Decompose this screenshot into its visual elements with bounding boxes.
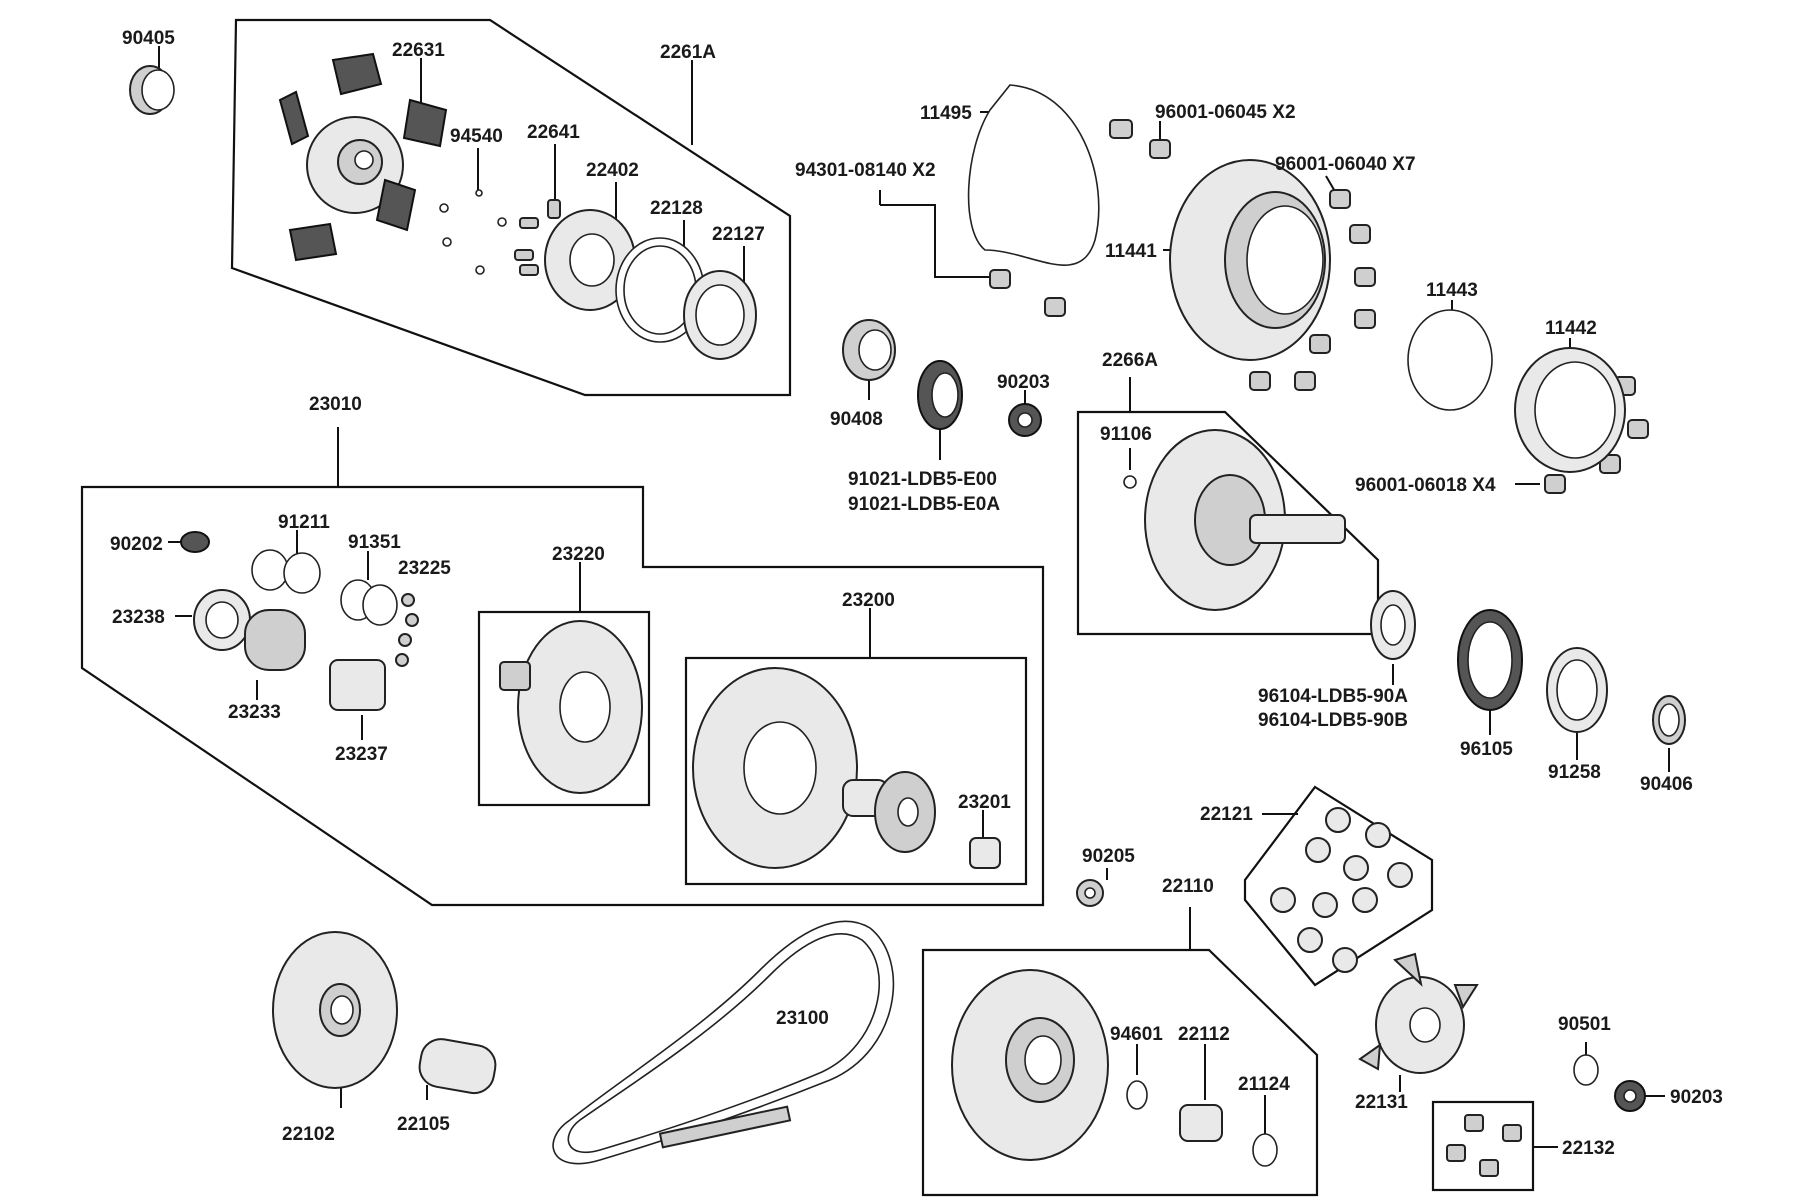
label-23100: 23100 xyxy=(776,1008,829,1029)
label-91021-LDB5-E00: 91021-LDB5-E00 xyxy=(848,469,997,490)
label-94540: 94540 xyxy=(450,126,503,147)
label-11443: 11443 xyxy=(1426,280,1478,301)
label-90202: 90202 xyxy=(110,534,163,555)
group-outline-22110 xyxy=(921,948,1319,1197)
label-22128: 22128 xyxy=(650,198,703,219)
bearing-seal-nut-drawing xyxy=(842,319,1042,437)
primary-group-drawing xyxy=(180,531,419,711)
label-94301-08140: 94301-08140 X2 xyxy=(795,160,936,181)
label-96001-06045: 96001-06045 X2 xyxy=(1155,102,1296,123)
label-22105: 22105 xyxy=(397,1114,450,1135)
secondary-sheave-22110-drawing xyxy=(951,969,1278,1167)
label-2261A: 2261A xyxy=(660,42,716,63)
part-labels: 90405 22631 2261A 94540 22641 22402 2212… xyxy=(110,28,1723,1159)
label-90405: 90405 xyxy=(122,28,175,49)
label-90205: 90205 xyxy=(1082,846,1135,867)
right-side-bearings-drawing xyxy=(1370,590,1686,745)
label-22641: 22641 xyxy=(527,122,580,143)
label-94601: 94601 xyxy=(1110,1024,1163,1045)
sliders-22132-drawing xyxy=(1446,1114,1522,1177)
label-90406: 90406 xyxy=(1640,774,1693,795)
label-23010: 23010 xyxy=(309,394,362,415)
label-23200: 23200 xyxy=(842,590,895,611)
label-11495: 11495 xyxy=(920,103,972,124)
label-90203-top: 90203 xyxy=(997,372,1050,393)
label-91351: 91351 xyxy=(348,532,401,553)
label-90203-bottom: 90203 xyxy=(1670,1087,1723,1108)
label-2266A: 2266A xyxy=(1102,350,1158,371)
cover-11441-drawing xyxy=(1169,159,1331,361)
label-96001-06040: 96001-06040 X7 xyxy=(1275,154,1416,175)
group-outline-23200 xyxy=(684,656,1028,886)
label-90408: 90408 xyxy=(830,409,883,430)
gasket-11495-drawing xyxy=(967,84,1100,266)
label-91106: 91106 xyxy=(1100,424,1152,445)
label-23238: 23238 xyxy=(112,607,165,628)
sheave-23200-drawing xyxy=(692,667,1001,869)
label-22127: 22127 xyxy=(712,224,765,245)
cover-11442-and-gasket-drawing xyxy=(1407,309,1626,473)
label-91258: 91258 xyxy=(1548,762,1601,783)
clutch-carrier-drawing xyxy=(278,52,448,262)
label-22132: 22132 xyxy=(1562,1138,1615,1159)
label-96001-06018: 96001-06018 X4 xyxy=(1355,475,1496,496)
label-22110: 22110 xyxy=(1162,876,1214,897)
seal-90405-drawing xyxy=(129,65,175,115)
sheave-23220-drawing xyxy=(499,620,643,794)
label-23220: 23220 xyxy=(552,544,605,565)
clutch-plates-drawing xyxy=(544,209,757,360)
label-23225: 23225 xyxy=(398,558,451,579)
group-outline-2261A xyxy=(230,18,792,397)
label-91211: 91211 xyxy=(278,512,330,533)
label-21124: 21124 xyxy=(1238,1074,1290,1095)
label-22112: 22112 xyxy=(1178,1024,1230,1045)
drive-belt-23100-drawing xyxy=(552,920,895,1165)
label-22121: 22121 xyxy=(1200,804,1253,825)
clutch-drum-2266A-drawing xyxy=(1123,429,1346,611)
label-23237: 23237 xyxy=(335,744,388,765)
label-22631: 22631 xyxy=(392,40,445,61)
label-22402: 22402 xyxy=(586,160,639,181)
label-91021-LDB5-E0A: 91021-LDB5-E0A xyxy=(848,494,1000,515)
label-23233: 23233 xyxy=(228,702,281,723)
rollers-22121-drawing xyxy=(1270,807,1413,973)
group-outline-23010 xyxy=(80,485,1045,907)
group-outline-22121 xyxy=(1243,785,1434,987)
label-23201: 23201 xyxy=(958,792,1011,813)
label-96105: 96105 xyxy=(1460,739,1513,760)
group-outline-2266A xyxy=(1076,410,1380,636)
label-96104-LDB5-90B: 96104-LDB5-90B xyxy=(1258,710,1408,731)
label-11441: 11441 xyxy=(1105,241,1157,262)
sheave-22102-and-sleeve-drawing xyxy=(272,931,497,1095)
label-90501: 90501 xyxy=(1558,1014,1611,1035)
label-22131: 22131 xyxy=(1355,1092,1408,1113)
label-11442: 11442 xyxy=(1545,318,1597,339)
label-22102: 22102 xyxy=(282,1124,335,1145)
ramp-plate-22131-drawing xyxy=(1358,952,1479,1074)
label-96104-LDB5-90A: 96104-LDB5-90A xyxy=(1258,686,1408,707)
group-outline-23220 xyxy=(477,610,651,807)
nut-90205-drawing xyxy=(1076,879,1104,907)
washer-and-nut-drawing xyxy=(1573,1054,1646,1112)
